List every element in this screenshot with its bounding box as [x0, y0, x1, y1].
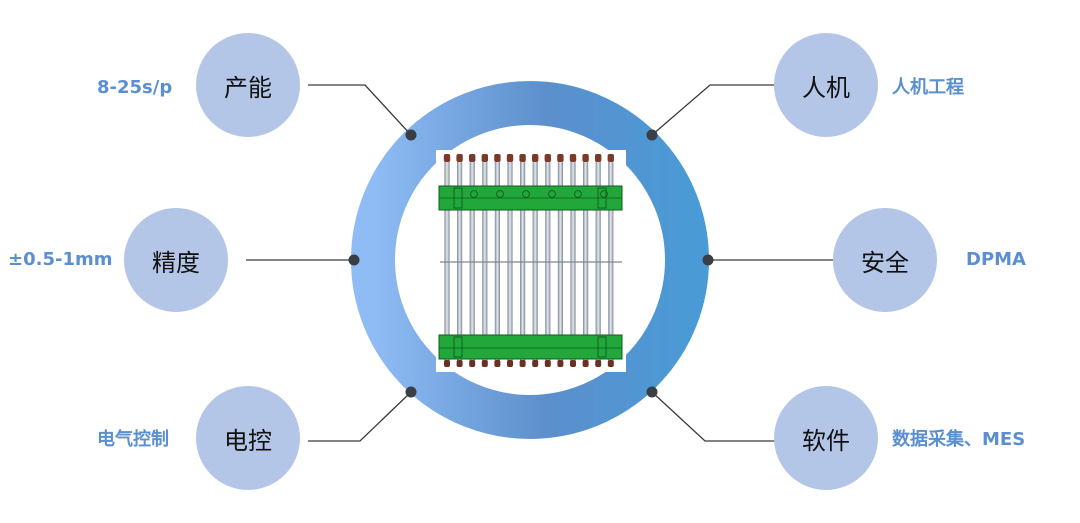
- tube-cap-top: [532, 154, 539, 162]
- node-ergonomics: 人机: [774, 33, 878, 137]
- frame-bolt: [470, 190, 478, 198]
- tube-cap-top: [569, 154, 577, 162]
- node-label-software: 软件: [802, 426, 850, 455]
- connector-line-capacity: [308, 84, 412, 136]
- bottom-frame-bar: [438, 334, 623, 360]
- connector-line-electric: [308, 391, 412, 442]
- value-safety: DPMA: [966, 249, 1026, 270]
- tube-cap-bottom: [557, 360, 564, 367]
- connector-line-software: [651, 391, 778, 442]
- tube-cap-top: [469, 154, 476, 162]
- node-label-precision: 精度: [152, 248, 200, 277]
- frame-bolt: [574, 190, 582, 198]
- node-label-capacity: 产能: [224, 73, 272, 102]
- node-label-ergonomics: 人机: [802, 73, 850, 102]
- tube-cap-bottom: [456, 360, 463, 367]
- value-software: 数据采集、MES: [892, 429, 1026, 450]
- frame-bracket: [453, 187, 463, 209]
- value-ergonomics: 人机工程: [892, 77, 964, 98]
- tube-cap-bottom: [519, 360, 526, 367]
- node-safety: 安全: [833, 208, 937, 312]
- value-electric-control: 电气控制: [97, 429, 169, 450]
- tube-cap-top: [582, 154, 589, 162]
- tube-cap-top: [595, 154, 602, 162]
- machine-frame-illustration: [436, 150, 626, 372]
- tube-cap-bottom: [544, 360, 551, 367]
- tube-cap-top: [506, 154, 514, 162]
- node-software: 软件: [774, 386, 878, 490]
- tube-cap-bottom: [570, 360, 576, 367]
- node-precision: 精度: [124, 208, 228, 312]
- frame-bracket: [597, 187, 607, 209]
- connector-line-ergonomics: [651, 84, 778, 136]
- tube-cap-top: [544, 154, 551, 162]
- frame-bolt: [496, 190, 504, 198]
- tube-cap-top: [519, 154, 526, 162]
- frame-bracket: [597, 336, 607, 358]
- node-label-electric-control: 电控: [224, 426, 272, 455]
- connector-dot: [405, 386, 417, 398]
- connector-lines: [246, 84, 834, 442]
- tube-cap-top: [557, 154, 564, 162]
- tube-cap-bottom: [507, 360, 513, 367]
- connector-dots: [348, 129, 714, 398]
- tube-cap-bottom: [532, 360, 539, 367]
- tube-cap-bottom: [607, 360, 614, 367]
- tube-cap-top: [456, 154, 463, 162]
- frame-bolt: [548, 190, 556, 198]
- connector-dot: [702, 254, 714, 266]
- tube-cap-top: [494, 154, 501, 162]
- frame-bracket: [453, 336, 463, 358]
- tube-cap-bottom: [481, 360, 488, 367]
- tube-cap-bottom: [582, 360, 589, 367]
- frame-bolt: [600, 190, 608, 198]
- tube-cap-bottom: [444, 360, 450, 367]
- tube-cap-bottom: [494, 360, 501, 367]
- tube-cap-top: [481, 154, 488, 162]
- value-capacity: 8-25s/p: [97, 77, 173, 98]
- frame-bolt: [522, 190, 530, 198]
- tube-cap-bottom: [595, 360, 602, 367]
- connector-dot: [348, 254, 360, 266]
- node-capacity: 产能: [196, 33, 300, 137]
- outer-ring: [351, 81, 709, 439]
- node-electric-control: 电控: [196, 386, 300, 490]
- tube-cap-top: [443, 154, 451, 162]
- tube-cap-top: [607, 154, 614, 162]
- connector-dot: [646, 129, 658, 141]
- tube-cap-bottom: [469, 360, 476, 367]
- connector-dot: [646, 386, 658, 398]
- connector-dot: [405, 129, 417, 141]
- value-precision: ±0.5-1mm: [8, 249, 113, 270]
- node-label-safety: 安全: [861, 248, 909, 277]
